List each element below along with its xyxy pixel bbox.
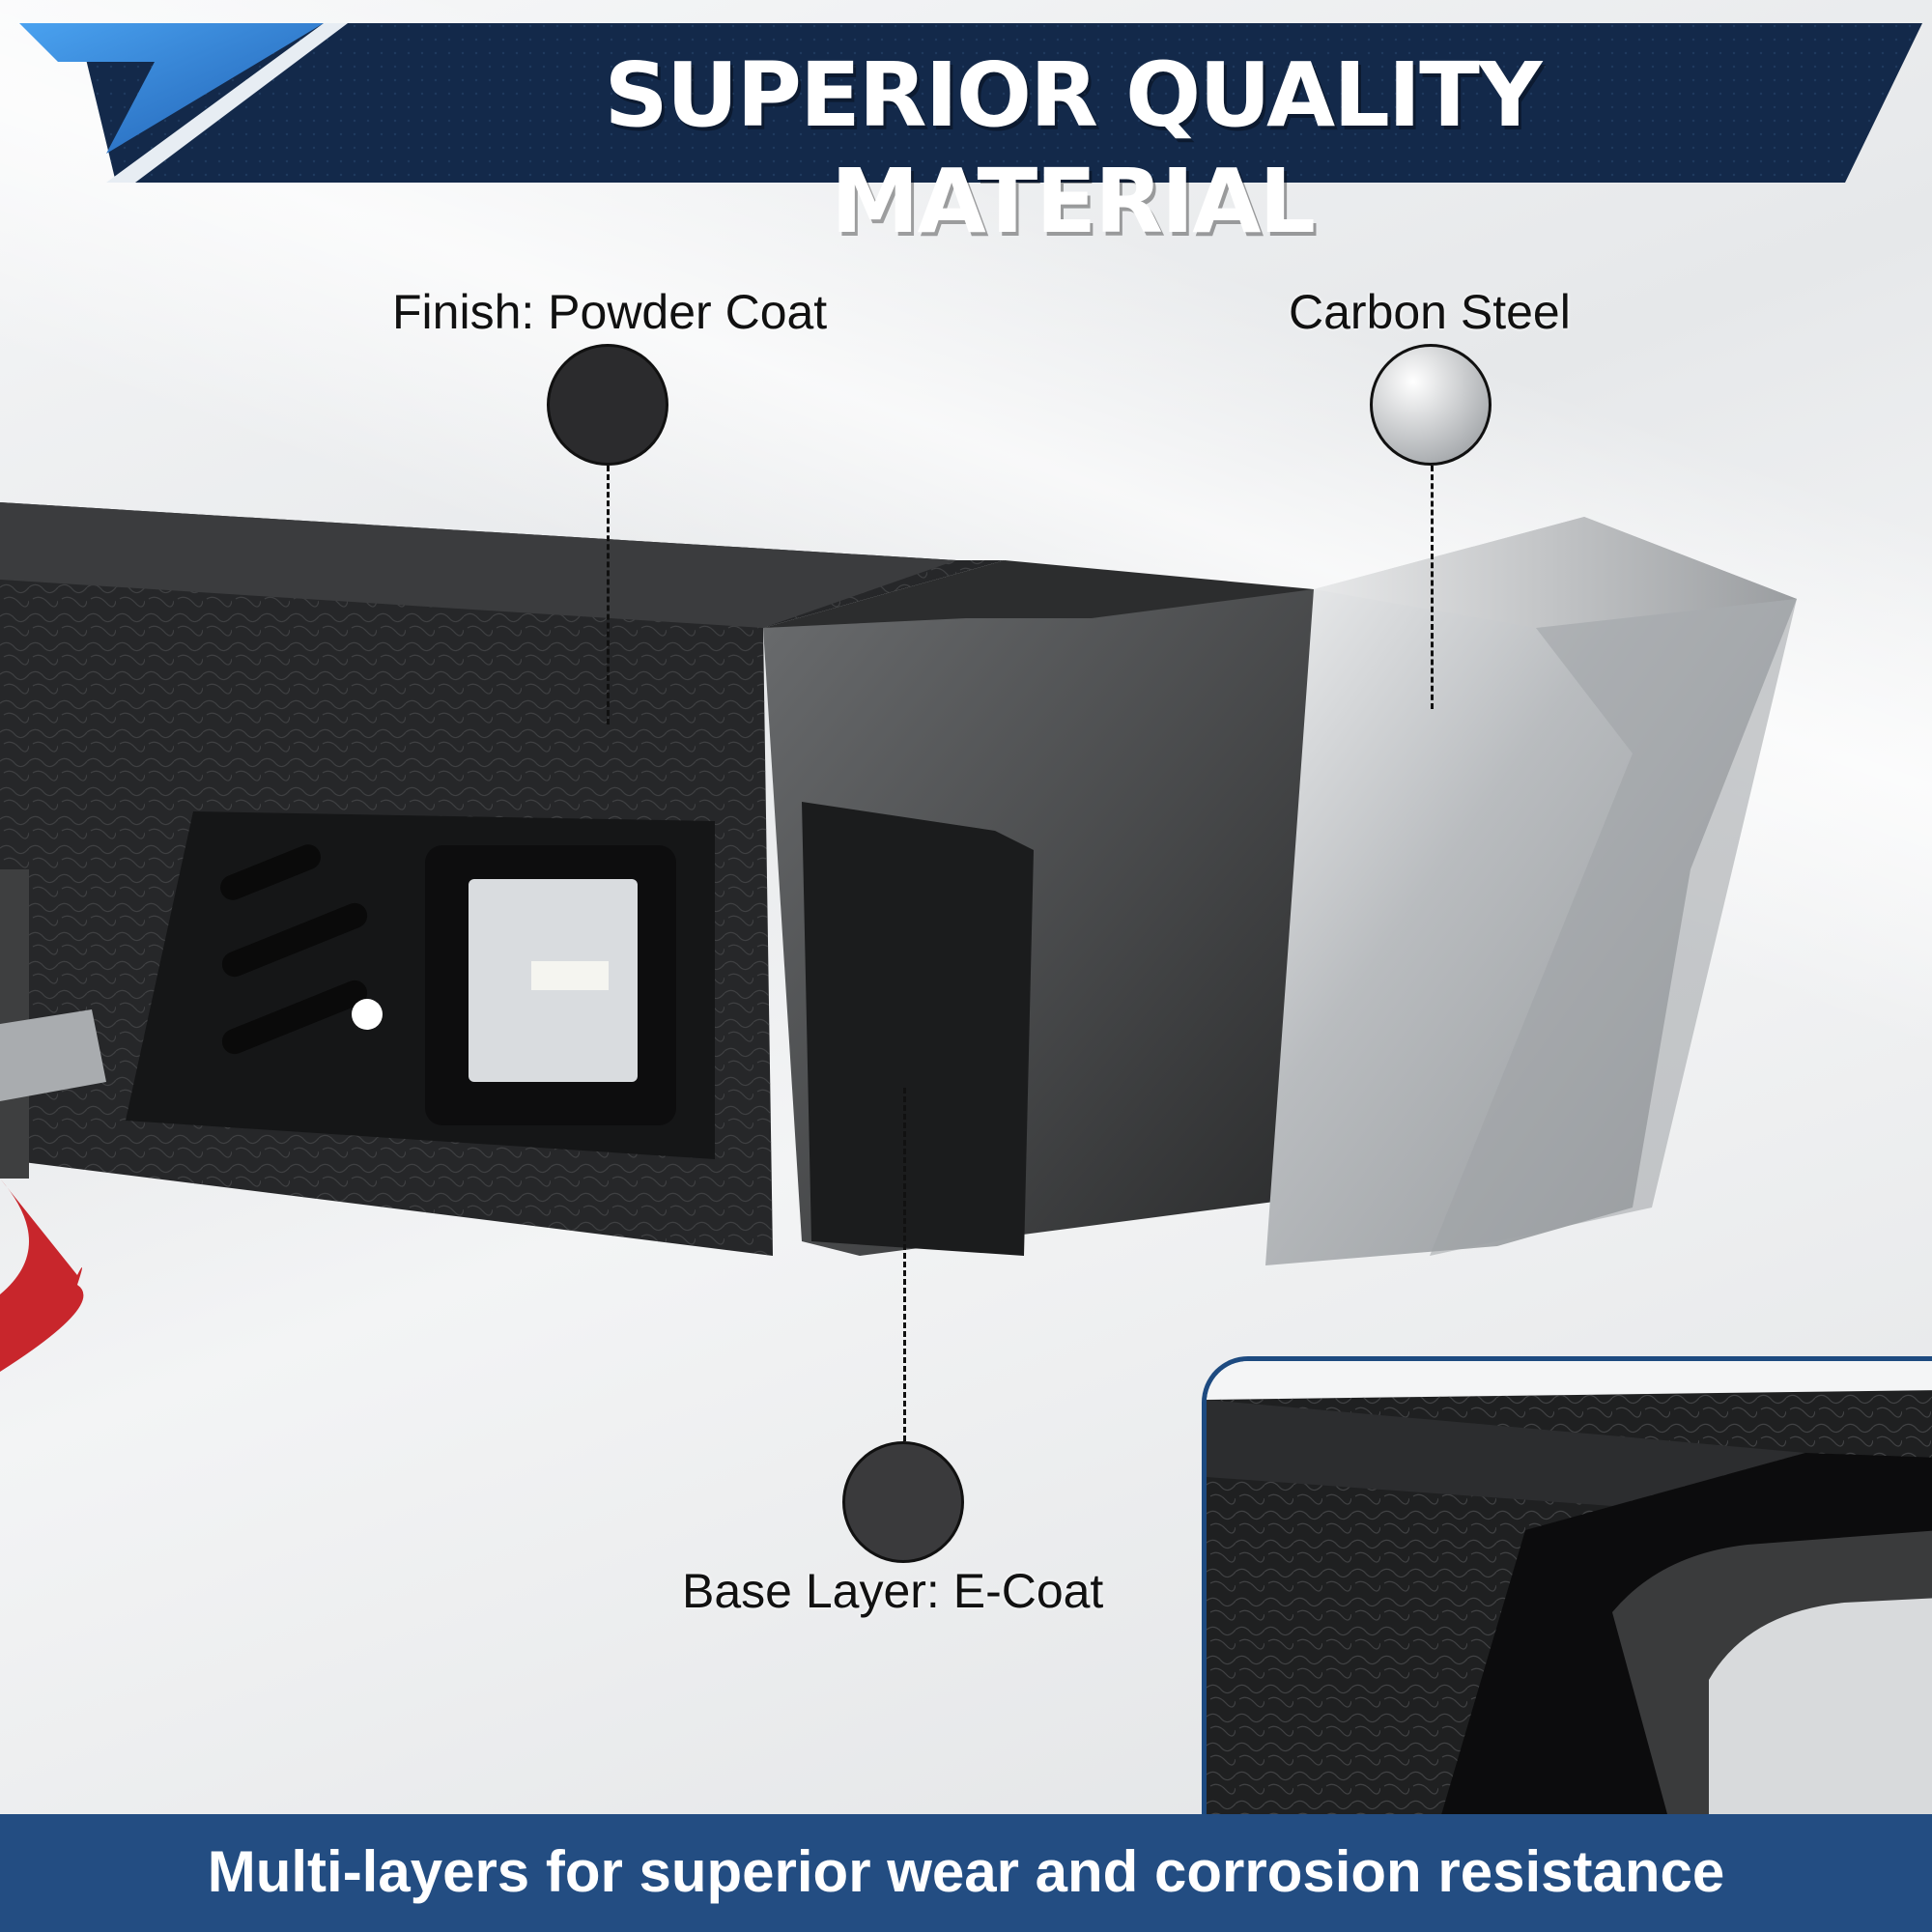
carbon-steel-swatch [1370, 344, 1492, 466]
detail-inset [1202, 1356, 1932, 1820]
e-coat-swatch [842, 1441, 964, 1563]
shackle-mount [0, 1009, 106, 1101]
vent-slots [220, 844, 383, 1055]
footer-tagline: Multi-layers for superior wear and corro… [207, 1839, 1725, 1904]
shackle-red [0, 1179, 84, 1372]
header-banner [19, 23, 1922, 183]
e-coat-label: Base Layer: E-Coat [682, 1564, 1104, 1618]
powder-coat-label: Finish: Powder Coat [392, 285, 828, 339]
detail-inset-image [1207, 1361, 1932, 1820]
page-title: SUPERIOR QUALITY MATERIAL [604, 43, 1543, 253]
powder-coat-leader [607, 466, 610, 724]
powder-coat-swatch [547, 344, 668, 466]
e-coat-leader [903, 1088, 906, 1441]
carbon-steel-leader [1431, 466, 1434, 709]
footer-band [0, 1814, 1932, 1932]
banner-blue-chevron [19, 23, 324, 154]
carbon-steel-label: Carbon Steel [1289, 285, 1571, 339]
